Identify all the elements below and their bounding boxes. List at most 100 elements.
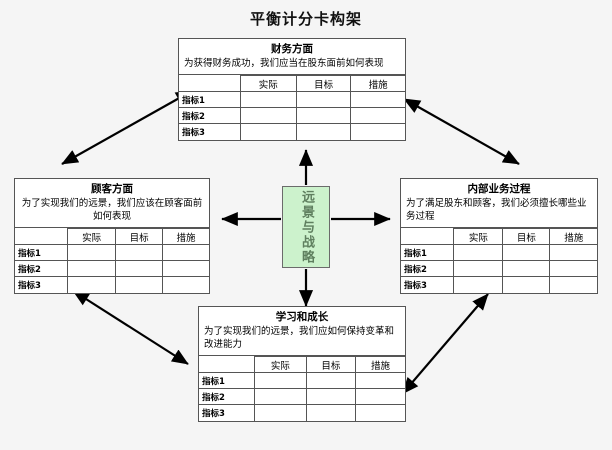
table-header-row: 实际 目标 措施 [199, 356, 405, 373]
cell-measure[interactable] [549, 276, 597, 293]
cell-actual[interactable] [254, 388, 307, 405]
row-label-metric-1: 指标1 [199, 372, 256, 389]
col-header-measure: 措施 [350, 75, 405, 92]
table-row: 指标2 [179, 107, 405, 124]
table-row: 指标1 [401, 244, 597, 261]
col-header-blank [199, 356, 256, 373]
cell-actual[interactable] [66, 260, 117, 277]
table-row: 指标2 [401, 260, 597, 277]
col-header-blank [179, 75, 241, 92]
table-row: 指标2 [199, 388, 405, 405]
cell-actual[interactable] [239, 123, 298, 140]
row-label-metric-1: 指标1 [401, 244, 455, 261]
cell-measure[interactable] [350, 91, 405, 108]
perspective-box-learning-growth[interactable]: 学习和成长 为了实现我们的远景，我们应如何保持变革和改进能力 实际 目标 措施 … [198, 306, 406, 422]
cell-actual[interactable] [453, 260, 504, 277]
col-header-blank [401, 228, 455, 245]
arrow-learning-internal [401, 293, 489, 395]
learning-description: 为了实现我们的远景，我们应如何保持变革和改进能力 [204, 326, 395, 350]
cell-target[interactable] [502, 260, 551, 277]
financial-description: 为获得财务成功，我们应当在股东面前如何表现 [184, 58, 384, 69]
internal-metrics-table: 实际 目标 措施 指标1 指标2 指标3 [401, 228, 597, 293]
table-row: 指标1 [199, 372, 405, 389]
table-row: 指标2 [15, 260, 209, 277]
financial-title: 财务方面 [271, 43, 313, 55]
perspective-box-financial[interactable]: 财务方面 为获得财务成功，我们应当在股东面前如何表现 实际 目标 措施 指标1 … [178, 38, 406, 141]
center-box-vision-strategy[interactable]: 远景与战略 [282, 186, 330, 268]
learning-metrics-table: 实际 目标 措施 指标1 指标2 指标3 [199, 356, 405, 421]
cell-measure[interactable] [350, 123, 405, 140]
table-row: 指标3 [15, 276, 209, 293]
cell-measure[interactable] [549, 244, 597, 261]
cell-measure[interactable] [161, 244, 209, 261]
col-header-measure: 措施 [161, 228, 209, 245]
col-header-measure: 措施 [549, 228, 597, 245]
table-header-row: 实际 目标 措施 [15, 228, 209, 245]
cell-target[interactable] [305, 404, 357, 421]
cell-target[interactable] [296, 91, 352, 108]
arrow-customer-learning [72, 290, 189, 365]
row-label-metric-2: 指标2 [15, 260, 68, 277]
cell-target[interactable] [115, 244, 163, 261]
center-label: 远景与战略 [299, 189, 314, 265]
row-label-metric-3: 指标3 [401, 276, 455, 293]
row-label-metric-1: 指标1 [15, 244, 68, 261]
customer-header: 顾客方面 为了实现我们的远景，我们应该在顾客面前如何表现 [15, 179, 209, 228]
financial-metrics-table: 实际 目标 措施 指标1 指标2 指标3 [179, 75, 405, 140]
cell-measure[interactable] [350, 107, 405, 124]
cell-target[interactable] [502, 244, 551, 261]
arrow-financial-internal [403, 98, 520, 165]
financial-header: 财务方面 为获得财务成功，我们应当在股东面前如何表现 [179, 39, 405, 75]
cell-target[interactable] [296, 107, 352, 124]
cell-target[interactable] [115, 260, 163, 277]
table-header-row: 实际 目标 措施 [179, 75, 405, 92]
col-header-target: 目标 [296, 75, 352, 92]
customer-metrics-table: 实际 目标 措施 指标1 指标2 指标3 [15, 228, 209, 293]
cell-measure[interactable] [355, 372, 405, 389]
col-header-measure: 措施 [355, 356, 405, 373]
col-header-actual: 实际 [239, 75, 298, 92]
page-title: 平衡计分卡构架 [249, 10, 362, 28]
learning-header: 学习和成长 为了实现我们的远景，我们应如何保持变革和改进能力 [199, 307, 405, 356]
cell-actual[interactable] [239, 91, 298, 108]
perspective-box-internal-process[interactable]: 内部业务过程 为了满足股东和顾客，我们必须擅长哪些业务过程 实际 目标 措施 指… [400, 178, 598, 294]
col-header-blank [15, 228, 68, 245]
row-label-metric-3: 指标3 [179, 123, 241, 140]
col-header-actual: 实际 [66, 228, 117, 245]
row-label-metric-1: 指标1 [179, 91, 241, 108]
cell-actual[interactable] [239, 107, 298, 124]
cell-target[interactable] [305, 372, 357, 389]
table-header-row: 实际 目标 措施 [401, 228, 597, 245]
row-label-metric-2: 指标2 [199, 388, 256, 405]
row-label-metric-3: 指标3 [15, 276, 68, 293]
row-label-metric-2: 指标2 [179, 107, 241, 124]
cell-target[interactable] [115, 276, 163, 293]
row-label-metric-3: 指标3 [199, 404, 256, 421]
learning-title: 学习和成长 [275, 311, 329, 323]
cell-measure[interactable] [161, 260, 209, 277]
cell-measure[interactable] [549, 260, 597, 277]
cell-actual[interactable] [453, 276, 504, 293]
cell-actual[interactable] [66, 276, 117, 293]
internal-title: 内部业务过程 [467, 183, 531, 195]
cell-actual[interactable] [254, 372, 307, 389]
cell-target[interactable] [502, 276, 551, 293]
table-row: 指标3 [199, 404, 405, 421]
cell-measure[interactable] [355, 404, 405, 421]
cell-actual[interactable] [66, 244, 117, 261]
cell-actual[interactable] [453, 244, 504, 261]
cell-actual[interactable] [254, 404, 307, 421]
cell-target[interactable] [296, 123, 352, 140]
table-row: 指标3 [401, 276, 597, 293]
cell-measure[interactable] [161, 276, 209, 293]
internal-header: 内部业务过程 为了满足股东和顾客，我们必须擅长哪些业务过程 [401, 179, 597, 228]
col-header-actual: 实际 [453, 228, 504, 245]
table-row: 指标1 [15, 244, 209, 261]
table-row: 指标3 [179, 123, 405, 140]
arrow-financial-customer [61, 90, 193, 165]
cell-target[interactable] [305, 388, 357, 405]
perspective-box-customer[interactable]: 顾客方面 为了实现我们的远景，我们应该在顾客面前如何表现 实际 目标 措施 指标… [14, 178, 210, 294]
cell-measure[interactable] [355, 388, 405, 405]
customer-title: 顾客方面 [91, 183, 133, 195]
